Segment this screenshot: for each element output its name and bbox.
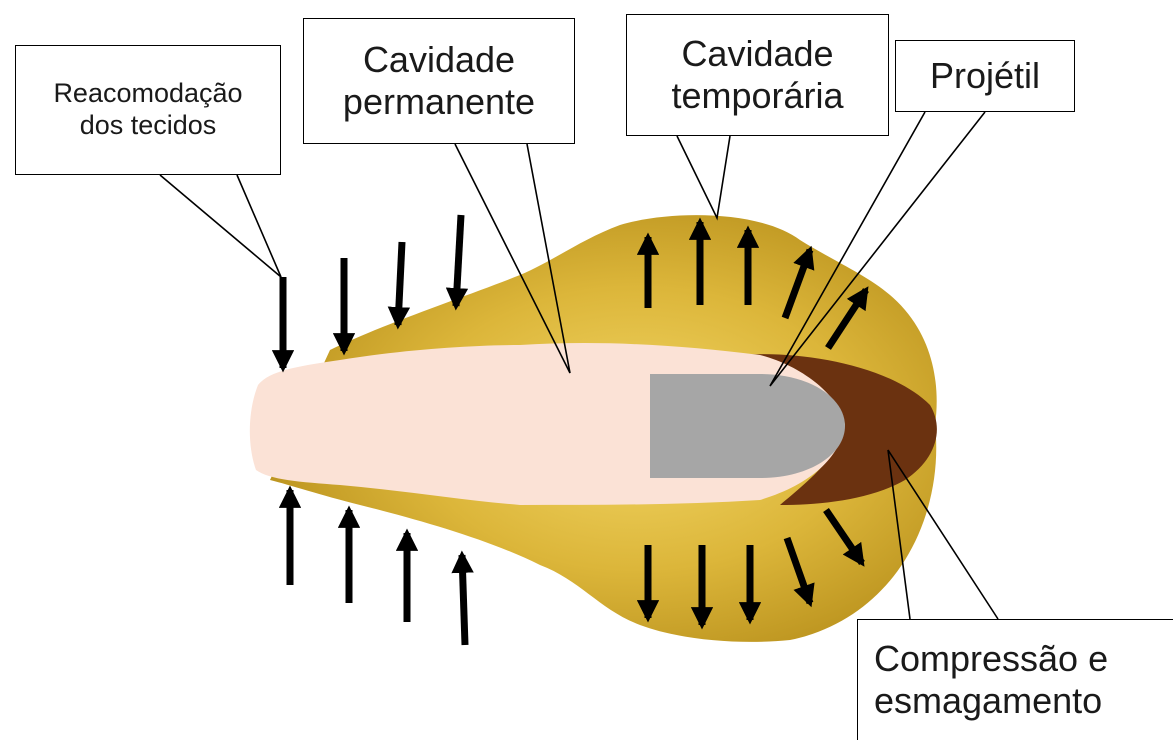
arrow xyxy=(462,555,465,645)
label-line: permanente xyxy=(343,81,535,123)
label-line: Projétil xyxy=(930,55,1040,97)
label-line: Reacomodação xyxy=(53,78,242,110)
label-projectile: Projétil xyxy=(895,40,1075,112)
label-line: temporária xyxy=(671,75,843,117)
label-line: esmagamento xyxy=(874,680,1102,722)
projectile xyxy=(650,374,845,478)
label-permanent-cavity: Cavidade permanente xyxy=(303,18,575,144)
label-compression-crushing: Compressão e esmagamento xyxy=(857,619,1173,740)
label-temporary-cavity: Cavidade temporária xyxy=(626,14,889,136)
leader-temporaria xyxy=(677,136,730,218)
label-line: dos tecidos xyxy=(80,110,217,142)
arrow xyxy=(398,242,402,325)
arrow xyxy=(456,215,461,306)
label-line: Cavidade xyxy=(363,39,515,81)
label-line: Compressão e xyxy=(874,638,1108,680)
leader-reacomodacao xyxy=(160,175,281,277)
label-tissue-reaccommodation: Reacomodação dos tecidos xyxy=(15,45,281,175)
label-line: Cavidade xyxy=(681,33,833,75)
